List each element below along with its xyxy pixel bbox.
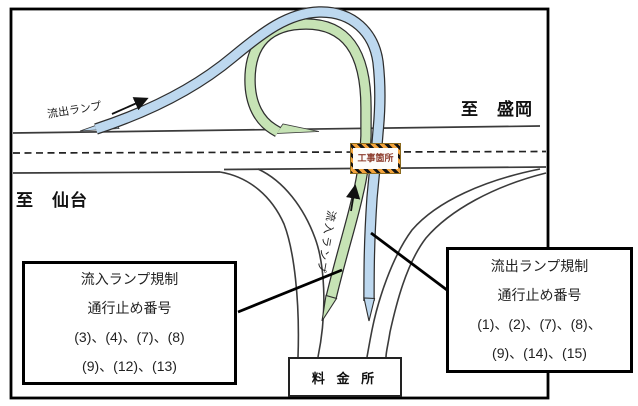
exit-ramp-restriction-callout: 流出ランプ規制 通行止め番号 (1)、(2)、(7)、(8)、 (9)、(14)… [446, 247, 633, 373]
construction-site-sign-label: 工事箇所 [353, 148, 398, 169]
left-callout-leader-line [237, 268, 343, 314]
entry-ramp-restriction-callout: 流入ランプ規制 通行止め番号 (3)、(4)、(7)、(8) (9)、(12)、… [22, 261, 237, 385]
entry-ramp-direction-arrow-icon [346, 184, 361, 212]
entry-ramp-loop [245, 19, 371, 300]
entry-callout-title: 流入ランプ規制 [80, 271, 179, 287]
right-ramp-road-left-edge [366, 168, 541, 358]
exit-callout-numbers-2: (9)、(14)、(15) [492, 345, 587, 361]
exit-ramp-taper [363, 297, 376, 322]
exit-callout-numbers-1: (1)、(2)、(7)、(8)、 [477, 316, 602, 332]
exit-ramp [94, 7, 385, 302]
highway-edge-bottom-left [12, 171, 221, 174]
left-ramp-road-outer-edge [219, 171, 300, 358]
right-ramp-road-right-edge [385, 172, 547, 358]
toll-gate-label: 料 金 所 [311, 370, 379, 386]
exit-callout-title: 流出ランプ規制 [490, 258, 589, 274]
exit-ramp-direction-arrow-icon [111, 97, 149, 115]
highway-center-dashed-line [12, 150, 547, 154]
construction-site-sign: 工事箇所 [350, 143, 401, 174]
direction-label-sendai: 至 仙台 [16, 191, 88, 210]
toll-gate-box: 料 金 所 [288, 357, 402, 397]
entry-ramp-loop-outline [244, 18, 372, 300]
diagram-frame [9, 7, 550, 400]
entry-callout-subtitle: 通行止め番号 [87, 300, 172, 316]
direction-label-morioka: 至 盛岡 [461, 100, 533, 119]
entry-ramp-taper [321, 294, 338, 322]
exit-callout-subtitle: 通行止め番号 [497, 287, 582, 303]
entry-callout-numbers-1: (3)、(4)、(7)、(8) [74, 329, 185, 345]
right-callout-leader-line [370, 231, 448, 292]
entry-callout-numbers-2: (9)、(12)、(13) [82, 358, 177, 374]
